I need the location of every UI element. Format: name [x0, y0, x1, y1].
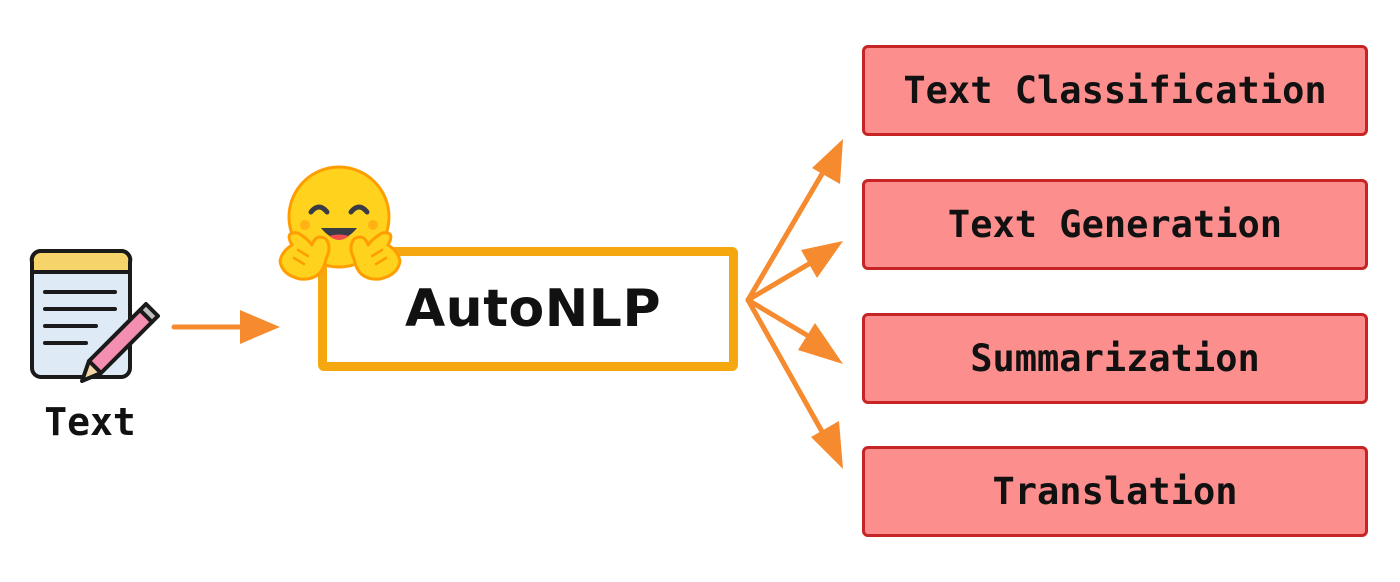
task-box-summarization: Summarization [862, 313, 1368, 404]
fan-arrow-3-head [798, 323, 843, 364]
task-label: Summarization [970, 337, 1260, 380]
autonlp-label: AutoNLP [404, 279, 662, 339]
task-label: Translation [992, 470, 1238, 513]
fan-arrow-1-shaft [745, 159, 832, 303]
input-label: Text [44, 400, 136, 444]
task-box-text-generation: Text Generation [862, 179, 1368, 270]
task-label: Text Generation [947, 203, 1283, 246]
task-box-text-classification: Text Classification [862, 45, 1368, 136]
task-box-translation: Translation [862, 446, 1368, 537]
fan-arrow-1-head [812, 139, 843, 184]
fan-arrow-4-shaft [745, 297, 832, 447]
task-label: Text Classification [903, 69, 1327, 112]
fan-arrow-2-head [801, 241, 843, 278]
input-arrowhead [240, 310, 280, 344]
fan-arrow-4-head [811, 421, 843, 469]
